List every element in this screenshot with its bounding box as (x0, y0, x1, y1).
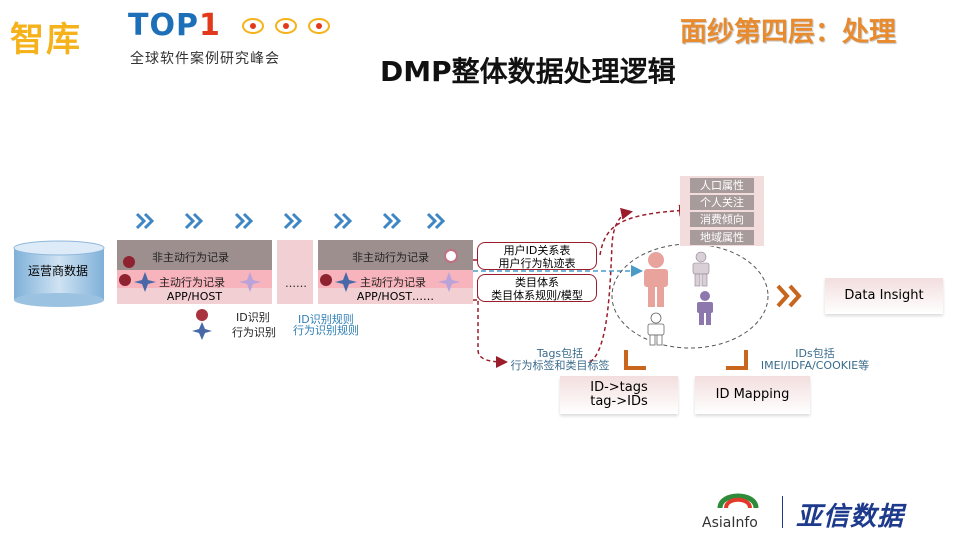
attr-region: 地域属性 (690, 230, 754, 245)
source-cylinder-icon (13, 240, 105, 307)
tags-note-line1: Tags包括 (536, 347, 584, 360)
behavior-star-icons (134, 272, 460, 292)
ids-note: IDs包括 IMEI/IDFA/COOKIE等 (750, 348, 880, 372)
ids-note-line1: IDs包括 (795, 347, 835, 360)
tags-note-line2: 行为标签和类目标签 (510, 359, 610, 372)
block2-footer: APP/HOST…… (356, 290, 435, 303)
top-logo-one: 1 (198, 8, 221, 43)
page-title: DMP整体数据处理逻辑 (380, 55, 676, 88)
id-tags-box: ID->tags tag->IDs (560, 376, 678, 414)
block1-active-label: 主动行为记录 (159, 276, 225, 289)
user-cluster-ellipse (611, 243, 769, 349)
block2-active-label: 主动行为记录 (360, 276, 426, 289)
flow-chevrons-icon (135, 212, 446, 230)
top100-logo: TOP1 (128, 8, 221, 43)
category-system-label: 类目体系 (515, 276, 559, 289)
id-dot-icons (119, 249, 458, 286)
brand-logo-text: 亚信数据 (796, 502, 905, 532)
asiainfo-text: AsiaInfo (702, 515, 758, 531)
bracket-left-icon (624, 350, 646, 370)
user-track-table-label: 用户行为轨迹表 (498, 257, 576, 270)
person-purple-icon (697, 291, 713, 325)
eye-logo-icon (242, 18, 330, 34)
legend-star-icon (192, 322, 212, 340)
layer-title: 面纱第四层：处理 (680, 17, 896, 48)
category-system-bubble: 类目体系 类目体系规则/模型 (477, 274, 597, 302)
attr-interest: 个人关注 (690, 195, 754, 210)
person-small-grey-icon (692, 251, 710, 287)
behavior-rules-label: 行为识别规则 (293, 324, 359, 337)
user-tables-bubble: 用户ID关系表 用户行为轨迹表 (477, 242, 597, 270)
top-logo-text: TOP (128, 8, 199, 43)
attr-demographic: 人口属性 (690, 178, 754, 193)
logo-subtitle: 全球软件案例研究峰会 (130, 51, 280, 67)
attr-consumption: 消费倾向 (690, 212, 754, 227)
tags-note: Tags包括 行为标签和类目标签 (500, 348, 620, 372)
block1-passive-label: 非主动行为记录 (152, 251, 229, 264)
footer-divider (782, 496, 783, 528)
person-white-icon (647, 312, 665, 346)
zhiku-logo: 智库 (10, 20, 82, 60)
id-rules-label: ID识别规则 (298, 313, 354, 326)
ellipsis-label: …… (285, 277, 307, 290)
tag-to-ids-label: tag->IDs (590, 394, 648, 409)
user-id-table-label: 用户ID关系表 (503, 244, 571, 257)
person-large-icon (644, 252, 668, 307)
id-to-tags-label: ID->tags (590, 380, 648, 395)
category-rules-label: 类目体系规则/模型 (491, 289, 583, 302)
legend-id-label: ID识别 (236, 311, 270, 324)
source-label: 运营商数据 (27, 264, 88, 278)
block1-footer: APP/HOST (166, 290, 223, 303)
block2-passive-label: 非主动行为记录 (352, 251, 429, 264)
insight-chevron-icon (776, 284, 802, 308)
data-insight-box: Data Insight (825, 278, 943, 314)
legend-id-dot-icon (196, 309, 208, 321)
asiainfo-logo-icon (717, 493, 759, 509)
ids-note-line2: IMEI/IDFA/COOKIE等 (760, 359, 870, 372)
bracket-right-icon (726, 350, 748, 370)
id-mapping-box: ID Mapping (695, 376, 810, 414)
legend-behavior-label: 行为识别 (232, 326, 276, 339)
